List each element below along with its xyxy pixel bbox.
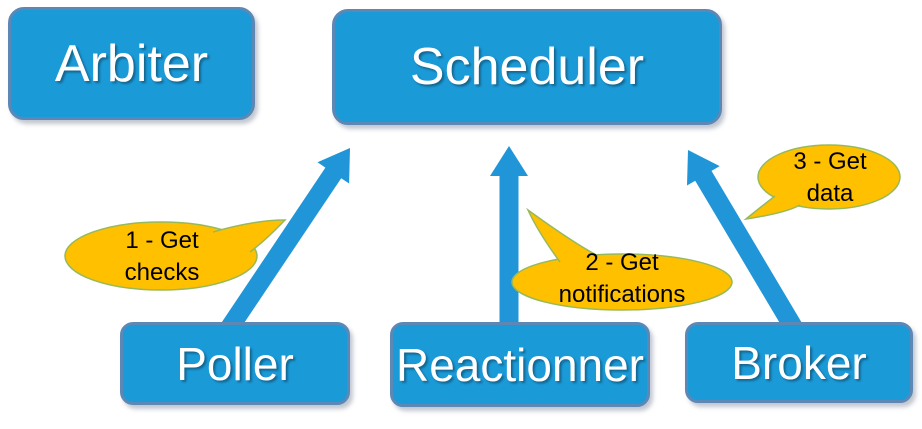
node-broker: Broker bbox=[685, 322, 913, 403]
broker-to-scheduler-arrow bbox=[687, 150, 804, 335]
callout-1-text: 1 - Get checks bbox=[125, 225, 200, 289]
callout-1-line2: checks bbox=[124, 259, 200, 286]
callout-3-line2: data bbox=[806, 180, 854, 207]
reactionner-to-scheduler-arrow bbox=[490, 146, 528, 330]
node-scheduler-label: Scheduler bbox=[409, 38, 645, 96]
callout-2-text: 2 - Get notifications bbox=[559, 247, 686, 311]
node-reactionner-label: Reactionner bbox=[395, 338, 645, 391]
callout-2-line2: notifications bbox=[558, 281, 686, 308]
node-reactionner: Reactionner bbox=[390, 322, 650, 407]
callout-3-tail bbox=[743, 195, 801, 221]
callout-3-bubble bbox=[757, 144, 901, 210]
node-scheduler: Scheduler bbox=[332, 9, 722, 125]
callout-2-bubble bbox=[511, 253, 733, 311]
callout-1-line1: 1 - Get bbox=[125, 227, 199, 254]
node-arbiter-label: Arbiter bbox=[54, 34, 209, 93]
callout-2-tail bbox=[526, 207, 599, 263]
callout-1-bubble bbox=[64, 221, 258, 291]
callout-3-line1: 3 - Get bbox=[793, 148, 867, 175]
callout-2-line1: 2 - Get bbox=[585, 249, 659, 276]
callout-3-text: 3 - Get data bbox=[793, 146, 866, 210]
node-arbiter: Arbiter bbox=[8, 7, 255, 120]
callout-1-tail bbox=[212, 219, 287, 253]
node-broker-label: Broker bbox=[731, 336, 867, 389]
node-poller-label: Poller bbox=[176, 337, 294, 390]
poller-to-scheduler-arrow bbox=[220, 148, 350, 336]
node-poller: Poller bbox=[120, 322, 350, 405]
